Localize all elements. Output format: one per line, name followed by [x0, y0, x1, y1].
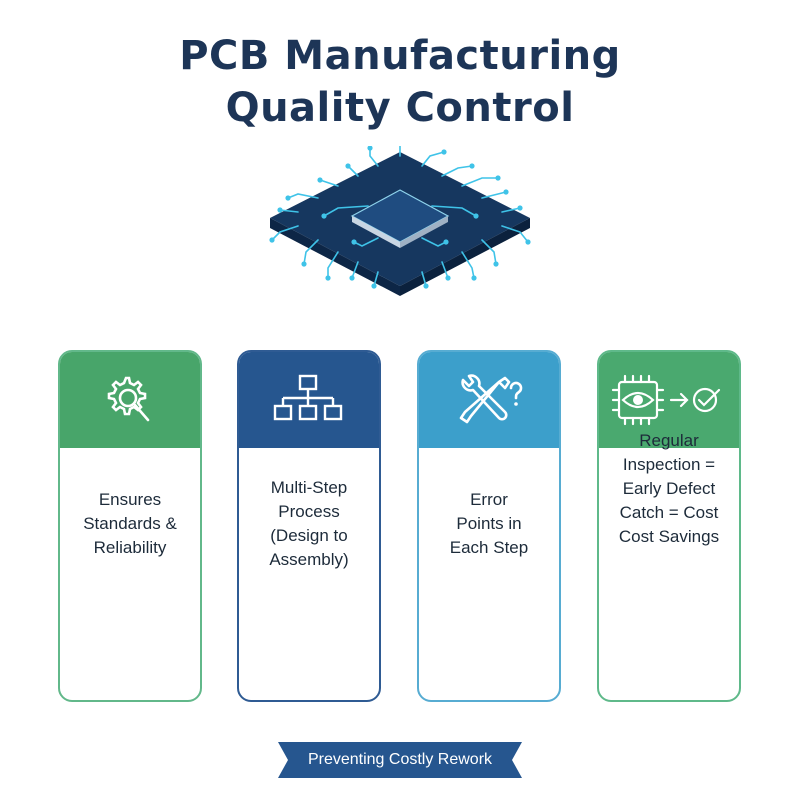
banner-text: Preventing Costly Rework — [307, 751, 493, 768]
card-process: Multi-Step Process (Design to Assembly) — [237, 350, 381, 702]
card-line: Cost Savings — [618, 527, 720, 546]
card-line: Process — [278, 502, 340, 521]
card-line: Early Defect — [622, 479, 716, 498]
card-header — [419, 352, 559, 448]
card-line: Each Step — [449, 538, 529, 557]
card-line: Standards & — [83, 514, 177, 533]
title-line-2: Quality Control — [225, 85, 575, 131]
page-title: PCB Manufacturing Quality Control — [0, 30, 800, 134]
card-label: Multi-Step Process (Design to Assembly) — [245, 448, 373, 700]
card-standards: Ensures Standards & Reliability — [58, 350, 202, 702]
card-line: (Design to — [270, 526, 348, 545]
banner-ribbon — [278, 742, 522, 778]
card-error-points: Error Points in Each Step — [417, 350, 561, 702]
title-line-1: PCB Manufacturing — [179, 33, 621, 79]
card-header — [60, 352, 200, 448]
card-line: Assembly) — [269, 550, 349, 569]
card-line: Error — [470, 490, 508, 509]
card-label: Regular Inspection = Early Defect Catch … — [605, 431, 733, 700]
card-line: Regular — [639, 431, 699, 450]
eye-chip-check-icon — [611, 374, 721, 426]
card-label: Error Points in Each Step — [425, 448, 553, 700]
card-line: Ensures — [98, 490, 162, 509]
card-inspection: Regular Inspection = Early Defect Catch … — [597, 350, 741, 702]
card-line: Multi-Step — [270, 478, 348, 497]
tools-question-icon — [459, 374, 523, 424]
card-line: Reliability — [93, 538, 167, 557]
card-line: Points in — [456, 514, 522, 533]
magnifier-gear-icon — [107, 376, 150, 422]
pcb-chip-illustration — [269, 146, 531, 296]
flowchart-icon — [273, 374, 343, 421]
card-label: Ensures Standards & Reliability — [66, 448, 194, 700]
card-header — [239, 352, 379, 448]
card-line: Inspection = — [622, 455, 716, 474]
card-header — [599, 352, 739, 448]
card-line: Catch = Cost — [619, 503, 719, 522]
